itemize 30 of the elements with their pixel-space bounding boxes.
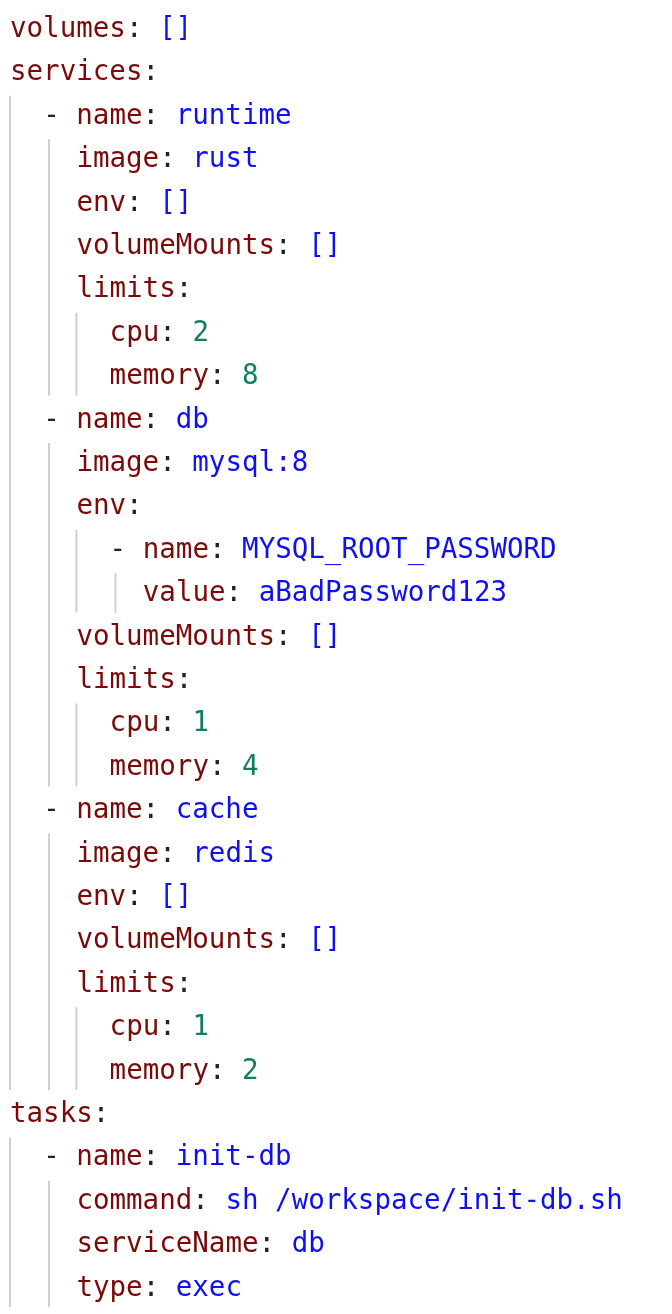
- code-line: image: mysql:8: [76, 444, 309, 479]
- code-line: volumeMounts: []: [76, 227, 342, 262]
- code-line: image: rust: [76, 140, 259, 176]
- code-line: memory: 2: [109, 1051, 259, 1087]
- code-line: - name: db: [43, 400, 209, 436]
- code-line: serviceName: db: [76, 1225, 325, 1261]
- code-line: type: exec: [76, 1268, 242, 1304]
- code-line: limits:: [76, 964, 193, 1000]
- code-line: limits:: [76, 270, 193, 306]
- code-line: - name: MYSQL_ROOT_PASSWORD: [109, 530, 557, 567]
- code-line: - name: init-db: [43, 1138, 292, 1174]
- code-line: memory: 8: [109, 357, 259, 393]
- code-line: cpu: 1: [109, 704, 209, 740]
- code-line: memory: 4: [109, 747, 259, 783]
- code-line: command: sh /workspace/init-db.sh: [76, 1181, 623, 1217]
- code-line: tasks:: [10, 1095, 110, 1130]
- code-line: limits:: [76, 661, 193, 696]
- code-line: env:: [76, 487, 143, 523]
- code-line: services:: [10, 53, 159, 89]
- code-line: value: aBadPassword123: [142, 574, 508, 610]
- code-line: env: []: [76, 878, 193, 913]
- code-line: env: []: [76, 183, 193, 219]
- code-line: - name: runtime: [43, 96, 292, 132]
- code-line: - name: cache: [43, 791, 259, 827]
- code-line: cpu: 1: [109, 1008, 209, 1044]
- code-line: volumeMounts: []: [76, 921, 342, 957]
- code-line: cpu: 2: [109, 313, 209, 349]
- code-line: volumeMounts: []: [76, 617, 342, 653]
- code-line: image: redis: [76, 834, 276, 870]
- code-line: volumes: []: [10, 10, 193, 45]
